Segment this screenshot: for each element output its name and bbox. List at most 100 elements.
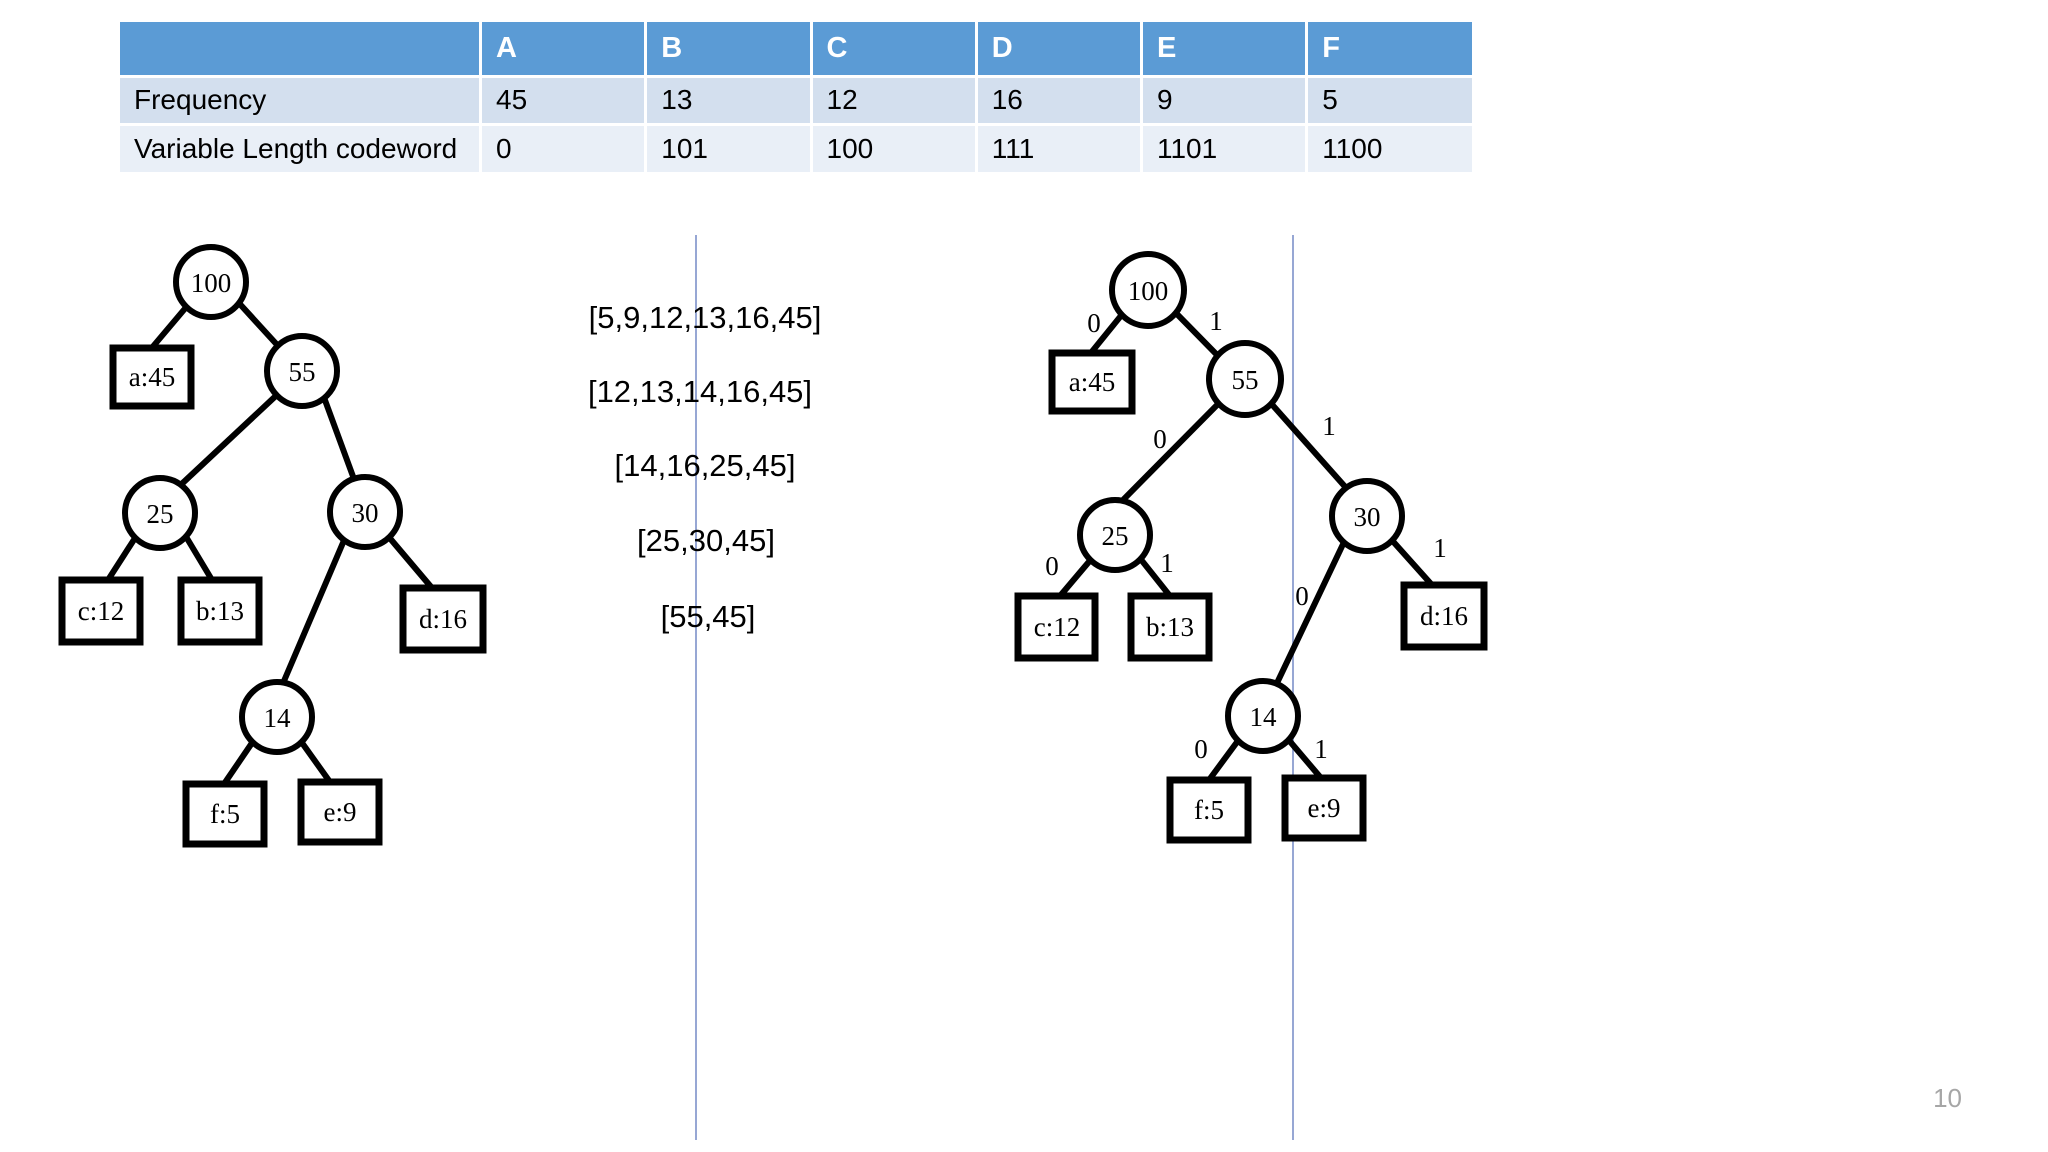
right-leaf-a-label: a:45 xyxy=(1069,367,1116,397)
right-bit-30-right: 1 xyxy=(1433,533,1447,563)
right-edge-25-to-b xyxy=(1136,555,1173,598)
left-node-55-label: 55 xyxy=(289,357,316,387)
cell-frequency-d: 16 xyxy=(976,76,1143,126)
table-row-frequency: Frequency 45 13 12 16 9 5 xyxy=(120,76,1472,126)
left-leaf-c xyxy=(58,576,144,646)
right-leaf-c-label: c:12 xyxy=(1034,612,1081,642)
right-bit-25-left: 0 xyxy=(1045,551,1059,581)
table-header-c: C xyxy=(811,22,978,78)
cell-frequency-f: 5 xyxy=(1306,76,1472,126)
sequence-line-4: [25,30,45] xyxy=(637,523,775,558)
cell-frequency-c: 12 xyxy=(811,76,978,126)
table-header-a: A xyxy=(480,22,648,78)
right-leaf-b xyxy=(1127,592,1213,662)
right-leaf-c xyxy=(1014,592,1099,662)
left-edge-root-to-a xyxy=(147,303,191,352)
left-node-25-label: 25 xyxy=(147,499,174,529)
left-node-14 xyxy=(239,679,315,755)
left-node-30 xyxy=(327,474,403,550)
table-row-codeword: Variable Length codeword 0 101 100 111 1… xyxy=(120,124,1472,172)
table-header-row: A B C D E F xyxy=(120,22,1472,78)
right-node-100 xyxy=(1109,251,1187,329)
cell-codeword-e: 1101 xyxy=(1141,124,1309,172)
sequence-line-2: [12,13,14,16,45] xyxy=(588,374,812,409)
right-node-14-label: 14 xyxy=(1250,702,1278,732)
table-header-d: D xyxy=(976,22,1143,78)
left-node-55 xyxy=(264,333,340,409)
table-header-b: B xyxy=(645,22,813,78)
right-leaf-a xyxy=(1048,349,1136,415)
cell-frequency-a: 45 xyxy=(480,76,648,126)
right-leaf-b-label: b:13 xyxy=(1146,612,1194,642)
right-node-30 xyxy=(1329,478,1405,554)
left-edge-14-to-e xyxy=(297,738,333,784)
left-node-14-label: 14 xyxy=(264,703,292,733)
left-leaf-f-label: f:5 xyxy=(210,799,240,829)
left-leaf-f xyxy=(182,780,268,848)
right-leaf-d-label: d:16 xyxy=(1420,601,1468,631)
right-edge-14-to-f xyxy=(1206,736,1243,782)
right-edge-14-to-e xyxy=(1284,736,1324,780)
page-number: 10 xyxy=(1933,1083,1962,1113)
left-node-100 xyxy=(173,244,249,320)
table-corner-cell xyxy=(120,22,483,78)
right-node-55-label: 55 xyxy=(1232,365,1259,395)
right-leaf-f-label: f:5 xyxy=(1194,795,1224,825)
right-node-30-label: 30 xyxy=(1354,502,1381,532)
row-label-codeword: Variable Length codeword xyxy=(120,124,483,172)
left-edge-55-to-25 xyxy=(169,389,283,496)
right-bit-30-left: 0 xyxy=(1295,581,1309,611)
left-leaf-b xyxy=(177,576,263,646)
left-leaf-d-label: d:16 xyxy=(419,604,467,634)
left-edge-25-to-b xyxy=(182,533,215,582)
frequency-codeword-table: A B C D E F Frequency 45 13 12 16 9 5 Va… xyxy=(120,22,1472,172)
right-bit-root-right: 1 xyxy=(1209,306,1223,336)
row-label-frequency: Frequency xyxy=(120,76,483,126)
right-bit-55-left: 0 xyxy=(1153,424,1167,454)
left-edge-14-to-f xyxy=(221,738,257,786)
sequence-line-5: [55,45] xyxy=(661,599,756,634)
left-leaf-b-label: b:13 xyxy=(196,596,244,626)
right-edge-30-to-d xyxy=(1386,534,1435,588)
right-node-25 xyxy=(1077,497,1153,573)
right-bit-root-left: 0 xyxy=(1087,308,1101,338)
left-edge-root-to-55 xyxy=(235,299,283,351)
left-edge-55-to-30 xyxy=(319,390,361,492)
left-node-30-label: 30 xyxy=(352,498,379,528)
left-leaf-a xyxy=(109,344,195,410)
left-edge-30-to-14 xyxy=(275,536,348,697)
left-leaf-e xyxy=(297,778,383,846)
right-bit-25-right: 1 xyxy=(1160,548,1174,578)
left-leaf-c-label: c:12 xyxy=(78,596,125,626)
table-header-f: F xyxy=(1306,22,1472,78)
left-node-100-label: 100 xyxy=(191,268,232,298)
sequence-line-3: [14,16,25,45] xyxy=(615,448,796,483)
table-header-e: E xyxy=(1141,22,1309,78)
left-leaf-e-label: e:9 xyxy=(324,797,357,827)
cell-codeword-b: 101 xyxy=(645,124,813,172)
right-edge-55-to-25 xyxy=(1120,397,1225,503)
right-edge-root-to-55 xyxy=(1170,307,1225,363)
cell-codeword-d: 111 xyxy=(976,124,1143,172)
left-huffman-tree: 100 55 25 30 14 a:45 c:12 b:13 d:16 f:5 … xyxy=(58,244,487,848)
cell-codeword-c: 100 xyxy=(811,124,978,172)
merge-sequence-list: [5,9,12,13,16,45] [12,13,14,16,45] [14,1… xyxy=(588,300,821,634)
cell-codeword-a: 0 xyxy=(480,124,648,172)
right-huffman-tree: 100 55 25 30 14 a:45 c:12 b:13 d:16 f:5 … xyxy=(1014,251,1488,844)
cell-frequency-e: 9 xyxy=(1141,76,1309,126)
right-bit-55-right: 1 xyxy=(1322,411,1336,441)
right-bit-14-right: 1 xyxy=(1314,734,1328,764)
left-leaf-d xyxy=(399,584,487,654)
right-edge-root-to-a xyxy=(1087,310,1127,356)
right-edge-55-to-30 xyxy=(1265,398,1351,492)
right-edge-30-to-14 xyxy=(1265,538,1348,704)
right-leaf-f xyxy=(1166,776,1252,844)
huffman-diagram-canvas: 100 55 25 30 14 a:45 c:12 b:13 d:16 f:5 … xyxy=(0,180,2048,1152)
left-node-25 xyxy=(122,475,198,551)
cell-codeword-f: 1100 xyxy=(1306,124,1472,172)
right-edge-25-to-c xyxy=(1057,555,1096,598)
right-leaf-e-label: e:9 xyxy=(1308,793,1341,823)
left-edge-25-to-c xyxy=(105,533,140,582)
left-edge-30-to-d xyxy=(385,534,435,590)
sequence-line-1: [5,9,12,13,16,45] xyxy=(589,300,822,335)
